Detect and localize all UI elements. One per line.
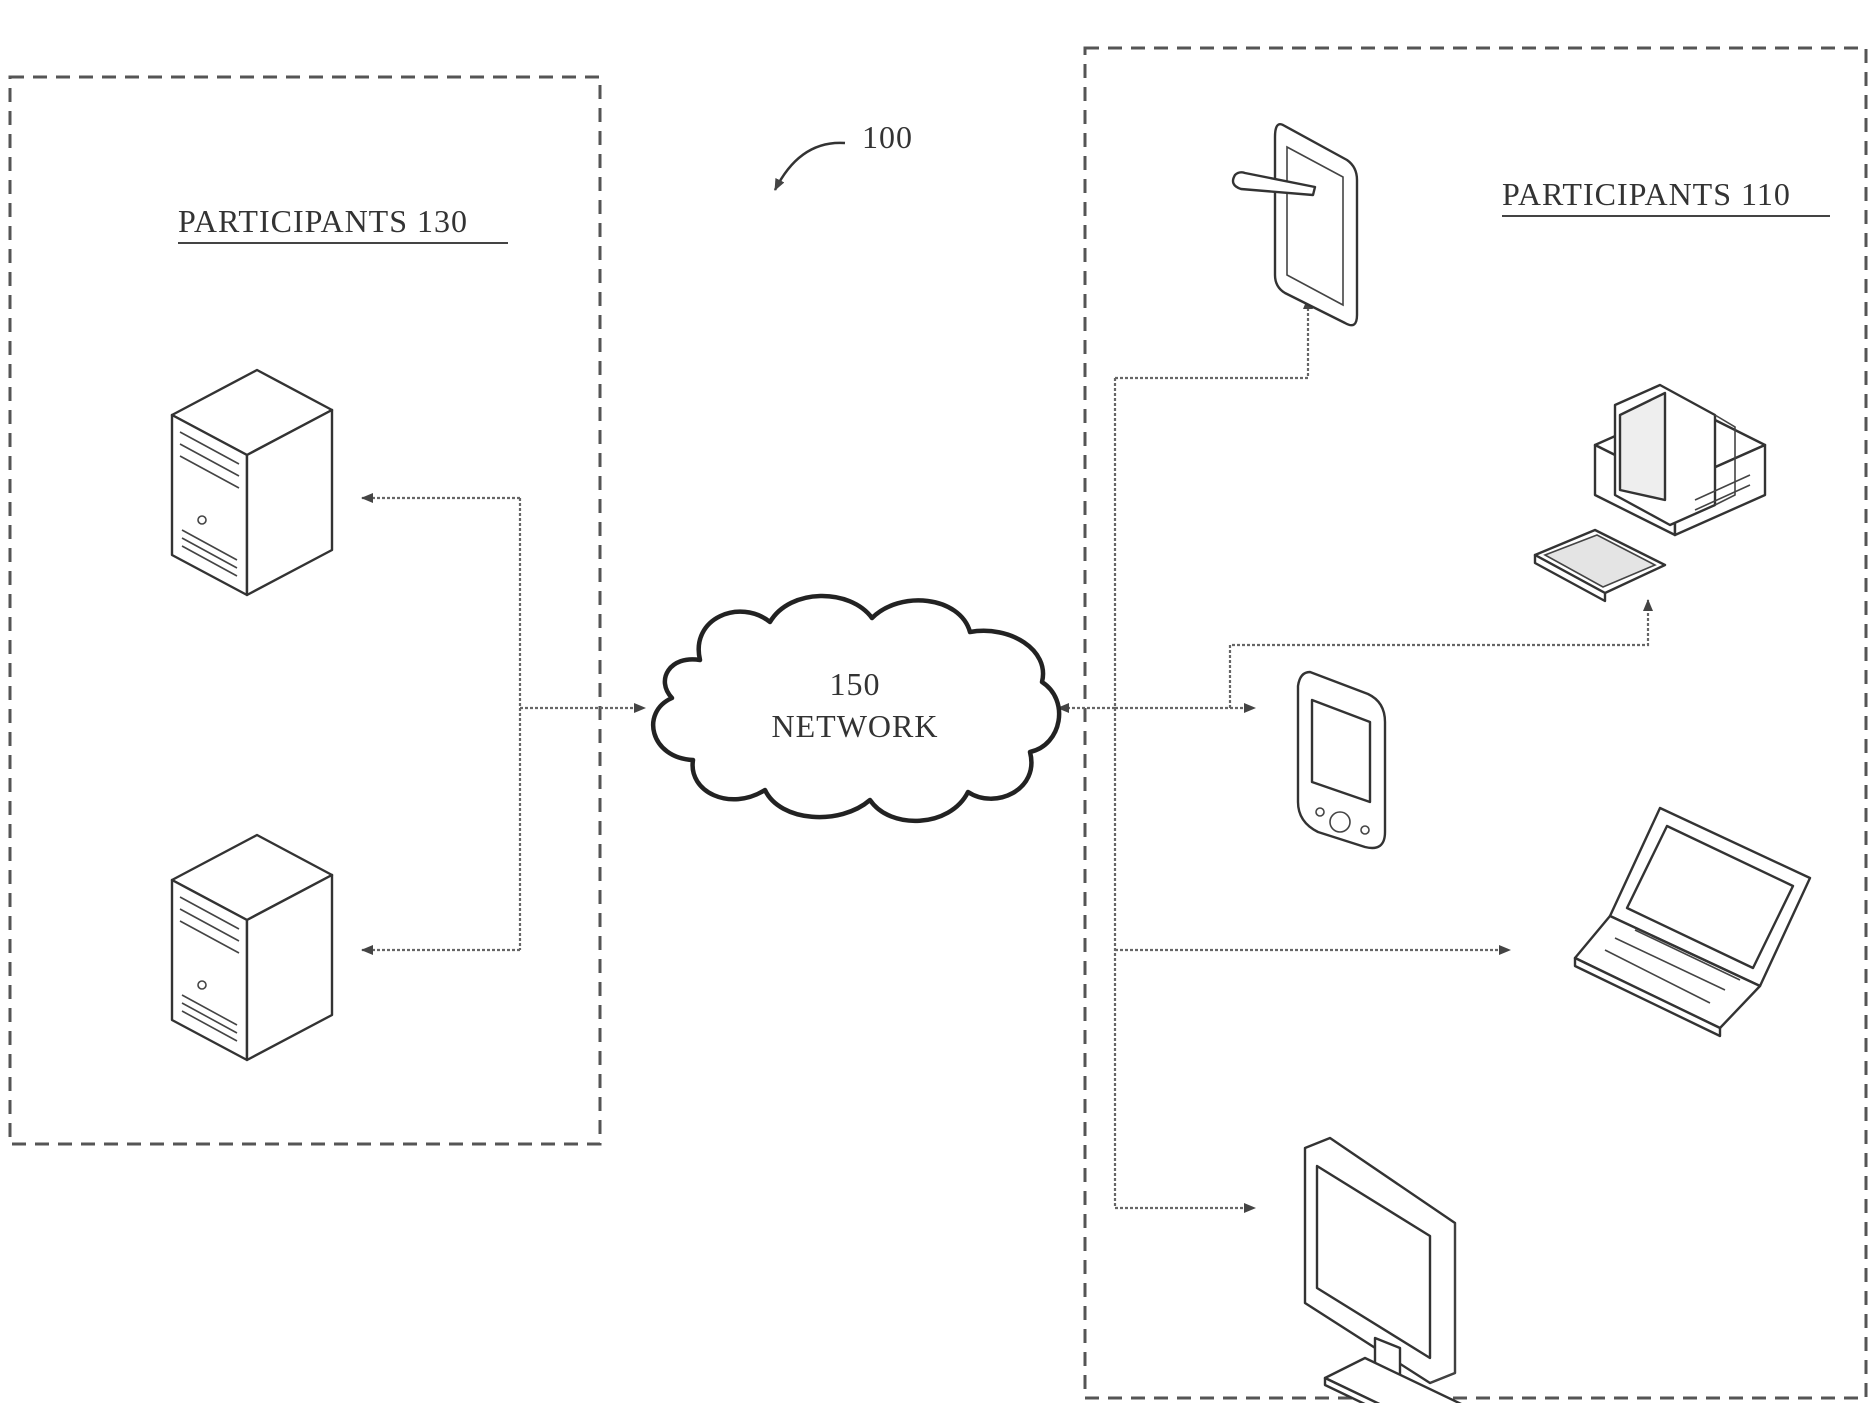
figure-reference-arrow: [775, 143, 845, 190]
network-label: NETWORK: [772, 708, 939, 744]
right-participants-box: [1085, 48, 1866, 1398]
laptop-icon: [1575, 808, 1810, 1036]
figure-reference-number: 100: [862, 119, 913, 155]
left-group-label: PARTICIPANTS 130: [178, 203, 468, 239]
network-number: 150: [830, 666, 881, 702]
right-group-label: PARTICIPANTS 110: [1502, 176, 1791, 212]
server-icon: [172, 370, 332, 595]
network-cloud: 150 NETWORK: [653, 596, 1059, 821]
left-connections: [362, 498, 645, 950]
monitor-icon: [1305, 1138, 1480, 1403]
tablet-with-stylus-icon: [1233, 124, 1357, 325]
server-icon: [172, 835, 332, 1060]
desktop-computer-icon: [1535, 385, 1765, 601]
pda-icon: [1298, 672, 1385, 848]
